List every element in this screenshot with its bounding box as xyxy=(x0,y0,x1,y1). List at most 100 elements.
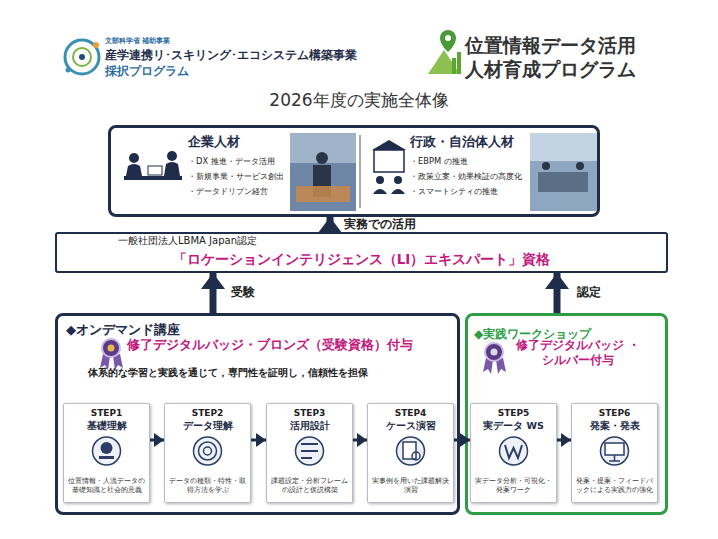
step-number: STEP2 xyxy=(165,408,250,419)
program-name: 産学連携リ･スキリング･エコシステム構築事業 xyxy=(105,48,357,62)
step-icons xyxy=(93,437,629,465)
person-head xyxy=(129,153,139,163)
icon-screen xyxy=(605,443,624,455)
edge-label: 認定 xyxy=(577,285,601,300)
badge-ribbon xyxy=(483,358,506,374)
logo-dot xyxy=(66,68,71,73)
flow-arrow xyxy=(251,439,266,442)
bullet-item: ・政策立案・効果検証の高度化 xyxy=(410,171,522,181)
bullet-item: ・DX 推進・データ活用 xyxy=(188,156,275,166)
target-panel: 企業人材・DX 推進・データ活用・新規事業・サービス創出・データドリブン経営行政… xyxy=(108,125,600,217)
certification-box: 一般社団法人LBMA Japan認定「ロケーションインテリジェンス（LI）エキス… xyxy=(55,232,668,273)
page-title: 2026年度の実施全体像 xyxy=(0,90,718,111)
step-box: STEP1基礎理解位置情報・人流データの基礎知識と社会的意義 xyxy=(63,403,150,503)
bullet-item: ・EBPM の推進 xyxy=(410,156,468,166)
icon-lens xyxy=(412,452,420,460)
government-photo xyxy=(530,133,597,211)
divider-line xyxy=(360,135,361,208)
badge-text: 修了デジタルバッジ・ブロンズ（受験資格）付与 xyxy=(127,337,413,353)
edge-label: 実務での活用 xyxy=(344,217,416,232)
icon-base xyxy=(99,456,114,459)
step-icon xyxy=(194,437,222,465)
step-title: ケース演習 xyxy=(368,420,453,432)
person-head xyxy=(394,176,402,184)
logo-dot xyxy=(93,42,99,48)
step-icon xyxy=(601,437,629,465)
step-box: STEP2データ理解データの種類・特性・取得方法を学ぶ xyxy=(164,403,251,503)
panel-heading: 企業人材 xyxy=(188,134,240,150)
photo xyxy=(530,133,597,211)
icon-wave xyxy=(505,445,522,458)
logo-text: 位置情報データ活用 xyxy=(465,34,636,58)
logo-ring xyxy=(65,40,99,74)
photo-person xyxy=(316,152,328,164)
government-illustration xyxy=(372,140,406,194)
bronze-badge xyxy=(100,339,123,370)
badge-text: 修了デジタルバッジ ・シルバー付与 xyxy=(513,338,643,368)
flow-arrow xyxy=(210,273,217,313)
badge-center xyxy=(108,345,115,352)
group-description: 体系的な学習と実践を通じて，専門性を証明し，信頼性を担保 xyxy=(88,366,368,379)
logo-shape xyxy=(428,50,460,74)
icon-stand xyxy=(609,455,620,461)
step-title: 発案・発表 xyxy=(572,420,657,432)
photo-window xyxy=(530,133,597,161)
building-roof xyxy=(372,140,406,150)
step-title: 基礎理解 xyxy=(64,420,149,432)
certifier-text: 一般社団法人LBMA Japan認定 xyxy=(118,235,257,248)
icon-lines xyxy=(301,444,318,458)
step-number: STEP6 xyxy=(572,408,657,419)
business-illustration xyxy=(124,151,182,180)
logo-pin xyxy=(440,30,456,52)
laptop xyxy=(148,166,162,175)
step-description: データの種類・特性・取得方法を学ぶ xyxy=(166,476,249,494)
step-description: 発案・提案・フィードバックによる実践力の強化 xyxy=(573,476,656,494)
photo xyxy=(290,133,356,211)
step-box: STEP5実データ WS実データ分析・可視化・発案ワーク xyxy=(470,403,557,503)
sponsor-label: 文部科学省 補助事業 xyxy=(105,37,170,46)
flow-arrow xyxy=(327,217,334,232)
program-logo xyxy=(65,40,99,74)
bullet-item: ・データドリブン経営 xyxy=(188,186,268,196)
step-box: STEP4ケース演習実事例を用いた課題解決演習 xyxy=(367,403,454,503)
program-label: 採択プログラム xyxy=(105,64,189,78)
step-box: STEP6発案・発表発案・提案・フィードバックによる実践力の強化 xyxy=(571,403,658,503)
building xyxy=(374,150,404,172)
step-number: STEP4 xyxy=(368,408,453,419)
step-description: 課題設定・分析フレームの設計と仮説構築 xyxy=(268,476,351,494)
logo-dot xyxy=(445,35,451,41)
badge-medal xyxy=(102,339,120,357)
step-icon xyxy=(500,437,528,465)
logo-bar xyxy=(457,52,461,74)
step-description: 実事例を用いた課題解決演習 xyxy=(369,476,452,494)
course-group: ◆オンデマンド講座修了デジタルバッジ・ブロンズ（受験資格）付与体系的な学習と実践… xyxy=(55,313,460,515)
step-number: STEP5 xyxy=(471,408,556,419)
icon-head xyxy=(101,442,113,454)
photo-map xyxy=(296,186,350,202)
step-number: STEP3 xyxy=(267,408,352,419)
badge-center xyxy=(491,349,498,356)
person-body xyxy=(126,164,142,176)
step-box: STEP3活用設計課題設定・分析フレームの設計と仮説構築 xyxy=(266,403,353,503)
group-heading: ◆オンデマンド講座 xyxy=(66,322,180,338)
step-title: 活用設計 xyxy=(267,420,352,432)
step-icon xyxy=(93,437,121,465)
business-photo xyxy=(290,133,356,211)
bullet-item: ・スマートシティの推進 xyxy=(410,186,498,196)
workshop-group: ◆実践ワークショップ修了デジタルバッジ ・シルバー付与STEP5実データ WS実… xyxy=(465,313,668,515)
icon-ring xyxy=(199,442,217,460)
step-number: STEP1 xyxy=(64,408,149,419)
photo-window xyxy=(290,133,356,163)
flow-arrow xyxy=(557,439,571,442)
logo-dot xyxy=(79,54,85,60)
photo-table xyxy=(538,172,588,192)
certification-name: 「ロケーションインテリジェンス（LI）エキスパート」資格 xyxy=(57,251,666,268)
badge-medal xyxy=(485,343,503,361)
photo-person xyxy=(576,162,584,170)
flow-arrow xyxy=(353,439,367,442)
logo-bar xyxy=(452,58,456,74)
